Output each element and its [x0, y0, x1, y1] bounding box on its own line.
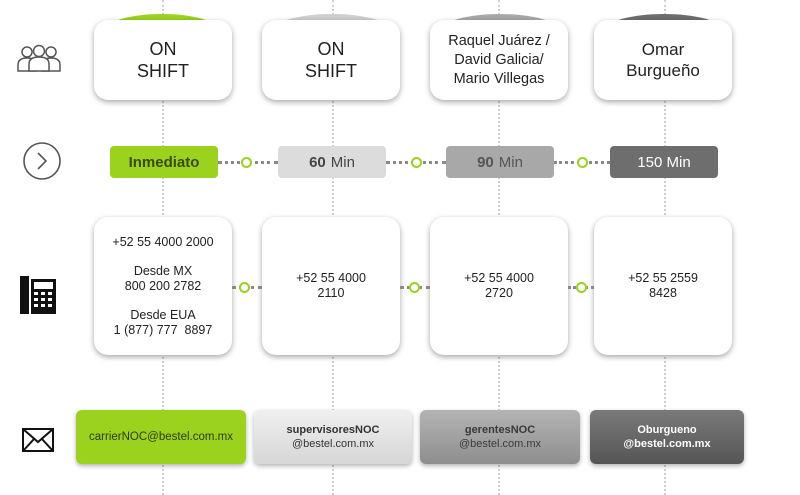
time-connector-node [241, 157, 252, 168]
level-4-phone-line: +52 55 2559 [628, 271, 698, 285]
time-connector-node [411, 157, 422, 168]
level-1-time-bold: Inmediato [128, 153, 200, 171]
level-4-phone-line: 8428 [649, 286, 677, 300]
level-4-contact-card: Omar Burgueño [594, 20, 732, 100]
level-3-contact-line: David Galicia/ [454, 51, 544, 68]
level-4-time-unit: 150 Min [637, 153, 691, 171]
level-1-phone-card: +52 55 4000 2000 Desde MX 800 200 2782 D… [94, 217, 232, 355]
level-1-contact-line: ON [149, 39, 177, 59]
level-4-contact-line: Burgueño [626, 61, 700, 80]
envelope-icon [22, 428, 54, 452]
level-3-phone-card: +52 55 4000 2720 [430, 217, 568, 355]
level-2-time-unit: Min [330, 153, 355, 171]
level-1-phone-line: +52 55 4000 2000 [112, 234, 214, 249]
chevron-right-circle-icon [23, 142, 61, 180]
level-3-email-button[interactable]: gerentesNOC @bestel.com.mx [420, 410, 580, 464]
level-3-contact-card: Raquel Juárez / David Galicia/ Mario Vil… [430, 20, 568, 100]
level-3-time-pill: 90 Min [446, 146, 554, 178]
level-2-contact-card: ON SHIFT [262, 20, 400, 100]
phone-connector-node [576, 282, 587, 293]
level-3-time-bold: 90 [477, 153, 494, 171]
level-1-email: carrierNOC@bestel.com.mx [89, 431, 233, 443]
level-3-email-line: @bestel.com.mx [458, 438, 542, 450]
level-1-time-pill: Inmediato [110, 146, 218, 178]
level-2-email-button[interactable]: supervisoresNOC @bestel.com.mx [254, 410, 412, 464]
phone-connector-node [409, 282, 420, 293]
level-1-phone-line: Desde MX [133, 263, 193, 278]
level-2-email-line: @bestel.com.mx [291, 438, 375, 450]
level-3-time-unit: Min [498, 153, 523, 171]
level-4-phone-card: +52 55 2559 8428 [594, 217, 732, 355]
level-2-contact-line: ON [317, 39, 345, 59]
level-3-phone-line: 2720 [485, 286, 513, 300]
level-4-email-button[interactable]: Oburgueno @bestel.com.mx [590, 410, 744, 464]
level-2-phone-line: +52 55 4000 [296, 271, 366, 285]
level-1-contact-card: ON SHIFT [94, 20, 232, 100]
level-4-time-pill: 150 Min [610, 146, 718, 178]
level-1-phone-line: 1 (877) 777 8897 [113, 322, 213, 337]
level-1-contact-line: SHIFT [137, 61, 189, 81]
level-2-phone-card: +52 55 4000 2110 [262, 217, 400, 355]
level-1-phone-line: 800 200 2782 [124, 278, 202, 293]
time-connector-node [577, 157, 588, 168]
level-3-contact-line: Mario Villegas [453, 70, 545, 87]
level-1-phone-line: Desde EUA [130, 307, 196, 322]
phone-connector-node [239, 282, 250, 293]
people-icon [17, 44, 61, 72]
level-4-contact-line: Omar [641, 40, 685, 59]
level-3-phone-line: +52 55 4000 [464, 271, 534, 285]
level-3-contact-line: Raquel Juárez / [448, 32, 550, 49]
level-2-contact-line: SHIFT [305, 61, 357, 81]
level-2-time-bold: 60 [309, 153, 326, 171]
level-3-email-line: gerentesNOC [464, 424, 536, 436]
telephone-icon [20, 276, 56, 314]
level-2-time-pill: 60 Min [278, 146, 386, 178]
level-4-email-line: Oburgueno [637, 424, 697, 436]
level-4-email-line: @bestel.com.mx [623, 438, 711, 450]
level-1-email-button[interactable]: carrierNOC@bestel.com.mx [76, 410, 246, 464]
level-2-email-line: supervisoresNOC [286, 424, 380, 436]
level-2-phone-line: 2110 [317, 286, 345, 300]
